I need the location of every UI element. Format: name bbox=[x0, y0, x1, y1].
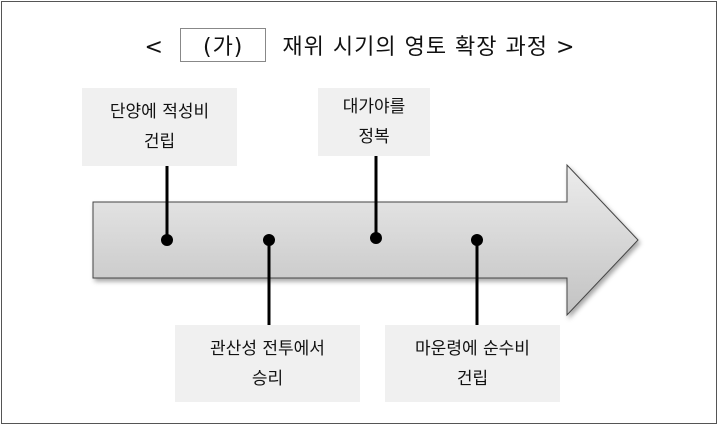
event-label: 관산성 전투에서 bbox=[210, 338, 325, 359]
event-dot-4 bbox=[471, 234, 483, 246]
title-text: 재위 시기의 영토 확장 과정 bbox=[282, 35, 549, 60]
title-bracket-left: < bbox=[144, 35, 164, 60]
title-bracket-right: > bbox=[556, 35, 576, 60]
event-dot-1 bbox=[161, 234, 173, 246]
event-label: 대가야를 bbox=[342, 97, 406, 117]
diagram-frame bbox=[1, 1, 717, 424]
timeline-arrow bbox=[92, 163, 639, 317]
event-label: 건립 bbox=[456, 368, 489, 389]
event-label: 정복 bbox=[358, 127, 390, 147]
event-box-2: 관산성 전투에서 승리 bbox=[175, 325, 360, 402]
event-label: 마운령에 순수비 bbox=[415, 338, 530, 359]
event-dot-3 bbox=[370, 232, 382, 244]
event-label: 건립 bbox=[143, 132, 176, 152]
event-label: 승리 bbox=[251, 368, 284, 389]
title-blank-box: (가) bbox=[179, 28, 267, 62]
event-box-1: 단양에 적성비 건립 bbox=[82, 88, 237, 166]
diagram-title: < (가) 재위 시기의 영토 확장 과정 > bbox=[0, 28, 720, 62]
event-box-3: 대가야를 정복 bbox=[318, 88, 430, 156]
event-label: 단양에 적성비 bbox=[109, 102, 210, 122]
event-dot-2 bbox=[263, 234, 275, 246]
event-box-4: 마운령에 순수비 건립 bbox=[385, 325, 560, 402]
